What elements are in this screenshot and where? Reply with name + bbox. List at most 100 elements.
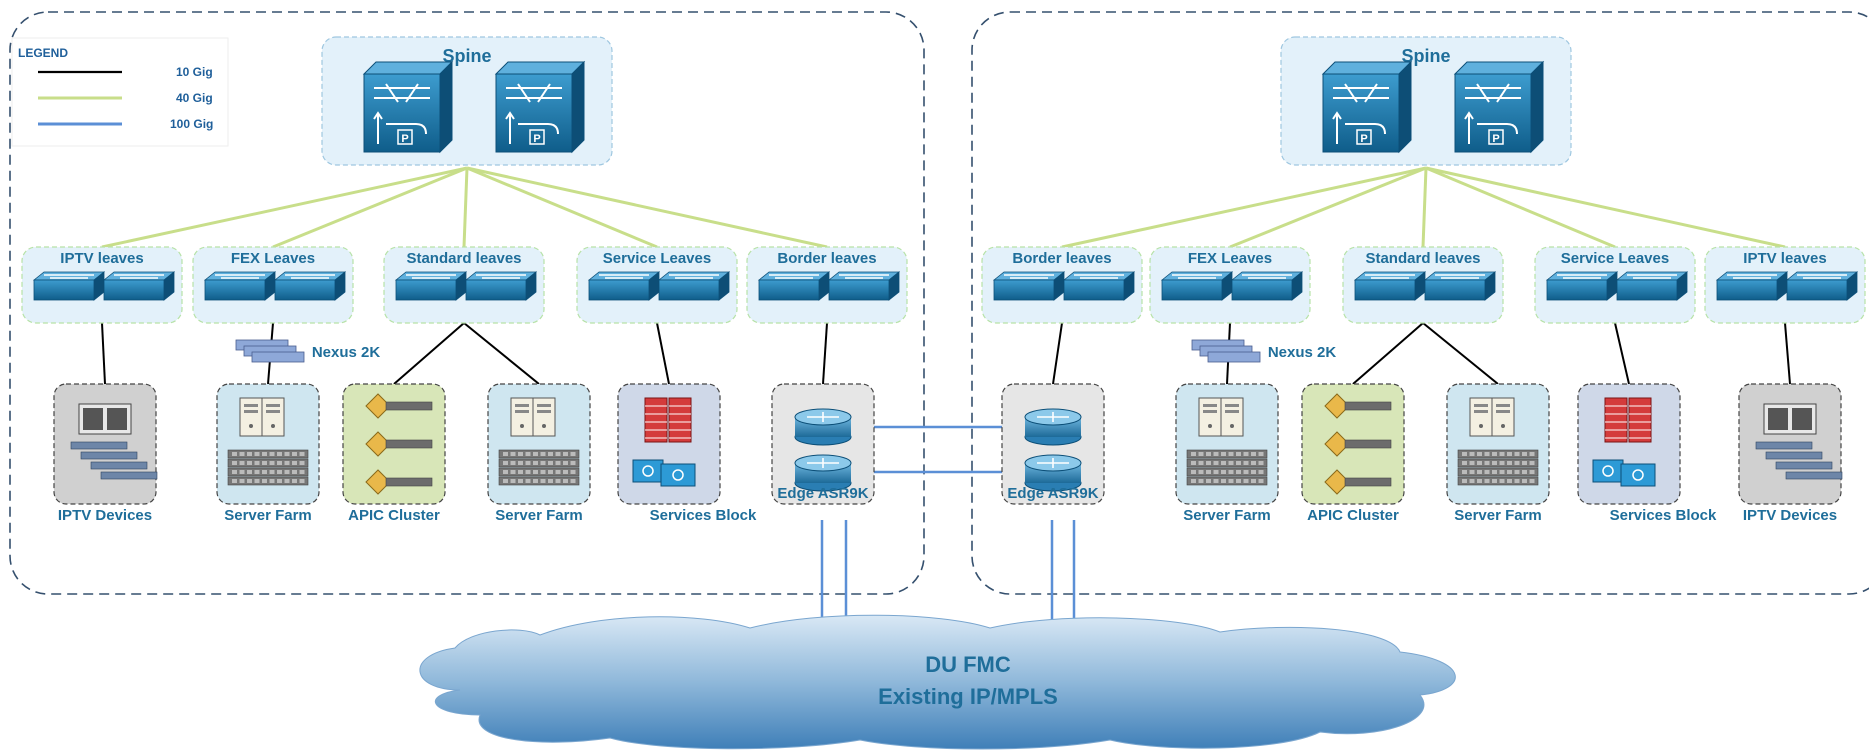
- left-link-40g-3: [466, 166, 658, 249]
- right-leaf-switch-0-a: [992, 271, 1066, 301]
- right-nexus-2k-icon: [1191, 339, 1261, 363]
- left-apic-cluster-icon: [365, 393, 433, 495]
- right-block-label-4: Services Block: [1610, 507, 1717, 524]
- right-block-label-5: IPTV Devices: [1743, 507, 1837, 524]
- left-server-farm-icon-3: [498, 397, 580, 486]
- svg-text:P: P: [1360, 133, 1367, 145]
- right-link-40g-2: [1421, 167, 1428, 248]
- left-leaf-switch-3-a: [587, 271, 661, 301]
- left-leaf-label-3: Service Leaves: [603, 250, 711, 267]
- legend-title: LEGEND: [18, 46, 68, 60]
- right-edge-router-2-icon: [1024, 454, 1082, 492]
- left-block-label-1: Server Farm: [224, 507, 312, 524]
- left-block-label-5: Edge ASR9K: [777, 485, 868, 502]
- right-link-40g-1: [1229, 166, 1427, 249]
- right-link-40g-3: [1425, 166, 1616, 249]
- legend-label-10g: 10 Gig: [176, 65, 213, 79]
- right-pod-boundary: [971, 11, 1869, 595]
- left-link-40g-4: [466, 166, 828, 249]
- right-leaf-label-4: IPTV leaves: [1743, 250, 1826, 267]
- left-block-label-2: APIC Cluster: [348, 507, 440, 524]
- left-pod-boundary: [9, 11, 925, 595]
- left-link-40g-2: [462, 167, 469, 248]
- left-leaf-switch-0-b: [102, 271, 176, 301]
- right-leaf-switch-1-a: [1160, 271, 1234, 301]
- right-leaf-switch-3-b: [1615, 271, 1689, 301]
- left-spine-switch-2: P: [494, 60, 586, 154]
- right-leaf-label-0: Border leaves: [1012, 250, 1111, 267]
- right-block-label-0: Edge ASR9K: [1007, 485, 1098, 502]
- left-link-40g-0: [101, 166, 468, 249]
- left-leaf-switch-4-b: [827, 271, 901, 301]
- left-block-label-3: Server Farm: [495, 507, 583, 524]
- right-link-10g-4: [1614, 322, 1630, 385]
- left-leaf-switch-2-b: [464, 271, 538, 301]
- right-server-farm-icon-3: [1457, 397, 1539, 486]
- left-edge-router-1-icon: [794, 408, 852, 446]
- right-leaf-label-2: Standard leaves: [1365, 250, 1480, 267]
- right-leaf-switch-4-a: [1715, 271, 1789, 301]
- left-services-block-icon: [632, 397, 696, 487]
- left-leaf-label-2: Standard leaves: [406, 250, 521, 267]
- right-spine-switch-1: P: [1321, 60, 1413, 154]
- legend-label-100g: 100 Gig: [170, 117, 213, 131]
- right-link-10g-5: [1784, 322, 1791, 385]
- right-leaf-switch-3-a: [1545, 271, 1619, 301]
- right-leaf-switch-4-b: [1785, 271, 1859, 301]
- left-nexus-label: Nexus 2K: [312, 344, 381, 361]
- left-link-10g-5: [822, 322, 828, 385]
- legend-label-40g: 40 Gig: [176, 91, 213, 105]
- right-nexus-label: Nexus 2K: [1268, 344, 1337, 361]
- left-server-farm-icon-1: [227, 397, 309, 486]
- left-link-40g-1: [272, 166, 468, 249]
- svg-text:P: P: [1492, 133, 1499, 145]
- right-leaf-switch-0-b: [1062, 271, 1136, 301]
- left-leaf-switch-2-a: [394, 271, 468, 301]
- left-link-10g-2: [393, 322, 465, 385]
- left-block-label-0: IPTV Devices: [58, 507, 152, 524]
- left-leaf-label-0: IPTV leaves: [60, 250, 143, 267]
- right-iptv-devices-icon: [1755, 403, 1843, 480]
- left-leaf-label-4: Border leaves: [777, 250, 876, 267]
- right-link-10g-3: [1422, 322, 1499, 385]
- right-block-label-2: APIC Cluster: [1307, 507, 1399, 524]
- right-spine-label: Spine: [1401, 46, 1450, 66]
- right-link-40g-0: [1061, 166, 1427, 249]
- left-leaf-switch-1-b: [273, 271, 347, 301]
- right-link-10g-0: [1052, 322, 1063, 385]
- right-server-farm-icon-1: [1186, 397, 1268, 486]
- left-spine-switch-1: P: [362, 60, 454, 154]
- right-leaf-switch-2-a: [1353, 271, 1427, 301]
- cloud-label-line2: Existing IP/MPLS: [878, 684, 1058, 709]
- right-block-label-1: Server Farm: [1183, 507, 1271, 524]
- right-edge-router-1-icon: [1024, 408, 1082, 446]
- left-spine-label: Spine: [442, 46, 491, 66]
- left-block-label-4: Services Block: [650, 507, 757, 524]
- left-leaf-label-1: FEX Leaves: [231, 250, 315, 267]
- left-link-10g-3: [463, 322, 540, 385]
- right-link-40g-4: [1425, 166, 1786, 249]
- right-apic-cluster-icon: [1324, 393, 1392, 495]
- left-leaf-switch-0-a: [32, 271, 106, 301]
- right-link-10g-2: [1352, 322, 1424, 385]
- cloud-label-line1: DU FMC: [925, 652, 1011, 677]
- left-link-10g-4: [656, 322, 670, 385]
- left-leaf-switch-4-a: [757, 271, 831, 301]
- svg-text:P: P: [401, 133, 408, 145]
- left-iptv-devices-icon: [70, 403, 158, 480]
- legend: LEGEND 10 Gig 40 Gig 100 Gig: [11, 37, 229, 147]
- right-leaf-switch-1-b: [1230, 271, 1304, 301]
- left-leaf-switch-1-a: [203, 271, 277, 301]
- right-leaf-label-3: Service Leaves: [1561, 250, 1669, 267]
- right-leaf-switch-2-b: [1423, 271, 1497, 301]
- svg-text:P: P: [533, 133, 540, 145]
- left-edge-router-2-icon: [794, 454, 852, 492]
- ip-mpls-cloud: DU FMC Existing IP/MPLS: [419, 614, 1456, 750]
- right-leaf-label-1: FEX Leaves: [1188, 250, 1272, 267]
- left-leaf-switch-3-b: [657, 271, 731, 301]
- left-link-10g-0: [101, 322, 106, 385]
- right-services-block-icon: [1592, 397, 1656, 487]
- right-block-label-3: Server Farm: [1454, 507, 1542, 524]
- left-nexus-2k-icon: [235, 339, 305, 363]
